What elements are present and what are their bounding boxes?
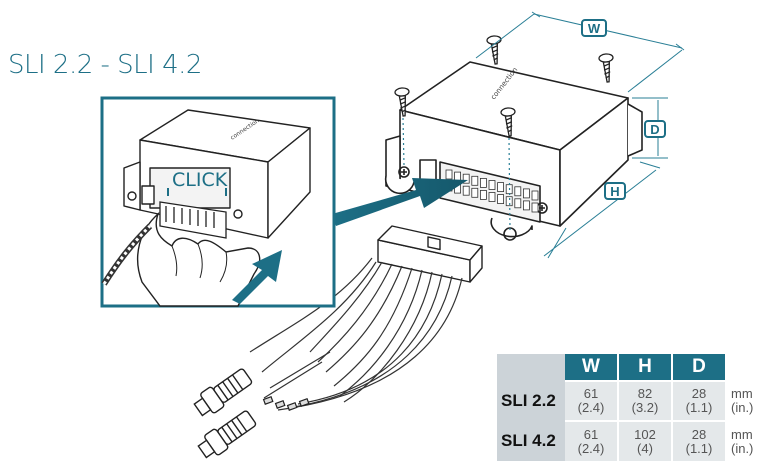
value-h: 102(4) — [618, 420, 673, 461]
value-d: 28(1.1) — [672, 420, 727, 461]
socket-pin — [514, 198, 522, 209]
inset-panel: connection CLICK — [100, 96, 336, 308]
socket-pin — [471, 175, 479, 186]
socket-pin — [523, 188, 530, 199]
socket-pin — [462, 173, 470, 184]
socket-pin — [462, 185, 470, 196]
table-row: SLI 2.2 61(2.4) 82(3.2) 28(1.1) mm(in.) — [497, 380, 763, 421]
harness-plug — [377, 225, 483, 283]
insert-arrow — [332, 178, 468, 226]
spec-table: W H D SLI 2.2 61(2.4) 82(3.2) 28(1.1) mm… — [497, 354, 763, 461]
socket-pin — [479, 189, 487, 200]
socket-pin — [523, 200, 530, 211]
click-label: CLICK — [172, 169, 228, 191]
value-w: 61(2.4) — [565, 420, 619, 461]
screw-guide-lines — [402, 117, 511, 231]
socket-pin — [445, 169, 453, 180]
dimension-h-badge: H — [604, 182, 626, 200]
socket-pin — [514, 186, 522, 197]
socket-pin — [505, 196, 513, 207]
table-row: SLI 4.2 61(2.4) 102(4) 28(1.1) mm(in.) — [497, 420, 763, 461]
dimension-d-badge: D — [644, 120, 666, 138]
device-main — [384, 61, 643, 241]
model-name: SLI 4.2 — [497, 421, 565, 461]
dimension-d-label: D — [650, 122, 659, 137]
wire-tips — [262, 395, 310, 411]
unit-label: mm(in.) — [726, 380, 763, 421]
socket-pins — [445, 169, 539, 213]
rca-plug-icon — [193, 368, 257, 459]
dimension-lines — [475, 11, 685, 259]
harness-wires — [249, 257, 463, 411]
header-w: W — [565, 354, 619, 381]
socket-pin — [488, 180, 496, 190]
screw-icon — [394, 35, 614, 137]
value-h: 82(3.2) — [618, 380, 673, 421]
value-d: 28(1.1) — [672, 380, 727, 421]
socket-pin — [497, 182, 505, 193]
socket-pin — [488, 192, 496, 202]
dimension-w-badge: W — [581, 19, 607, 37]
socket-pin — [531, 190, 539, 201]
value-w: 61(2.4) — [565, 380, 619, 421]
dimension-w-label: W — [588, 21, 601, 36]
unit-label: mm(in.) — [726, 420, 763, 461]
socket-pin — [479, 177, 487, 188]
dimension-h-label: H — [610, 184, 619, 199]
model-name: SLI 2.2 — [497, 381, 565, 421]
header-d: D — [672, 354, 727, 381]
socket-pin — [497, 194, 505, 205]
hand-icon — [137, 211, 261, 307]
header-h: H — [618, 354, 673, 381]
socket-pin — [531, 202, 539, 213]
socket-pin — [471, 187, 479, 198]
page-title: SLI 2.2 - SLI 4.2 — [8, 50, 202, 80]
